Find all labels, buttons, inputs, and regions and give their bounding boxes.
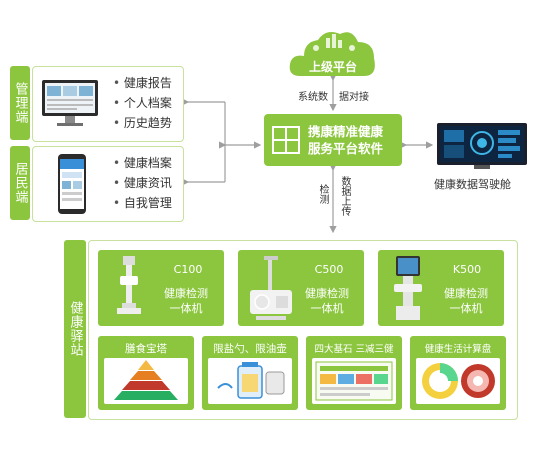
- resident-item-news[interactable]: 健康资讯: [113, 173, 172, 193]
- upper-platform-label: 上级平台: [308, 60, 357, 74]
- cloud-icon: [289, 32, 375, 76]
- station-tab: 健康驿站: [64, 240, 86, 418]
- platform-hub: 携康精准健康 服务平台软件: [264, 114, 402, 166]
- device-line1-c500: 健康检测: [305, 287, 349, 300]
- dashboard-screen-icon: [437, 123, 527, 169]
- cockpit-label: 健康数据驾驶舱: [434, 178, 511, 191]
- device-model-c100: C100: [173, 263, 203, 276]
- device-card-c500[interactable]: C500 健康检测 一体机: [238, 250, 364, 326]
- health-kiosk-icon: [117, 256, 141, 314]
- device-model-c500: C500: [314, 263, 344, 276]
- health-poster-icon: [315, 361, 393, 401]
- salt-spoon-oil-pot-icon: [217, 362, 285, 399]
- tool-label-four-pillars: 四大基石 三减三健: [314, 344, 394, 355]
- device-line2-c500: 一体机: [310, 302, 344, 315]
- kiosk-terminal-icon: [394, 256, 422, 320]
- device-line2-c100: 一体机: [169, 302, 203, 315]
- tool-card-food-pyramid[interactable]: 膳食宝塔: [98, 336, 194, 410]
- device-line2-k500: 一体机: [449, 302, 483, 315]
- resident-panel: 健康档案 健康资讯 自我管理: [32, 146, 184, 222]
- connector-label-docking: 据对接: [339, 92, 369, 103]
- hub-title-line1: 携康精准健康: [308, 124, 384, 139]
- management-tab: 管理端: [10, 66, 30, 140]
- tool-label-calculator-dial: 健康生活计算盘: [424, 344, 492, 355]
- connector-label-detect: 检测: [317, 184, 328, 204]
- management-item-trend[interactable]: 历史趋势: [113, 113, 172, 133]
- device-card-c100[interactable]: C100 健康检测 一体机: [98, 250, 224, 326]
- management-panel: 健康报告 个人档案 历史趋势: [32, 66, 184, 142]
- monitor-icon: [42, 80, 98, 126]
- device-line1-c100: 健康检测: [164, 287, 208, 300]
- hub-title-line2: 服务平台软件: [308, 141, 384, 156]
- tool-card-calculator-dial[interactable]: 健康生活计算盘: [410, 336, 506, 410]
- data-cockpit: 健康数据驾驶舱: [434, 122, 528, 192]
- tool-card-salt-oil[interactable]: 限盐勺、限油壶: [202, 336, 298, 410]
- smartphone-icon: [58, 154, 86, 214]
- health-station-icon: [250, 256, 292, 320]
- tool-label-salt-oil: 限盐勺、限油壶: [213, 343, 287, 355]
- resident-item-self[interactable]: 自我管理: [113, 193, 172, 213]
- resident-tab: 居民端: [10, 146, 30, 220]
- device-line1-k500: 健康检测: [444, 287, 488, 300]
- management-item-report[interactable]: 健康报告: [113, 73, 172, 93]
- upper-platform-cloud: 上级平台: [286, 18, 380, 80]
- tool-label-food-pyramid: 膳食宝塔: [125, 343, 167, 355]
- tool-card-four-pillars[interactable]: 四大基石 三减三健: [306, 336, 402, 410]
- connector-label-upload: 数据上传: [339, 176, 350, 216]
- device-model-k500: K500: [452, 263, 482, 276]
- connector-label-system: 系统数: [298, 92, 328, 103]
- device-card-k500[interactable]: K500 健康检测 一体机: [378, 250, 504, 326]
- calculator-dial-icon: [422, 363, 495, 399]
- food-pyramid-icon: [114, 360, 178, 400]
- resident-item-archive[interactable]: 健康档案: [113, 153, 172, 173]
- grid-icon: [272, 126, 300, 154]
- management-item-archive[interactable]: 个人档案: [113, 93, 172, 113]
